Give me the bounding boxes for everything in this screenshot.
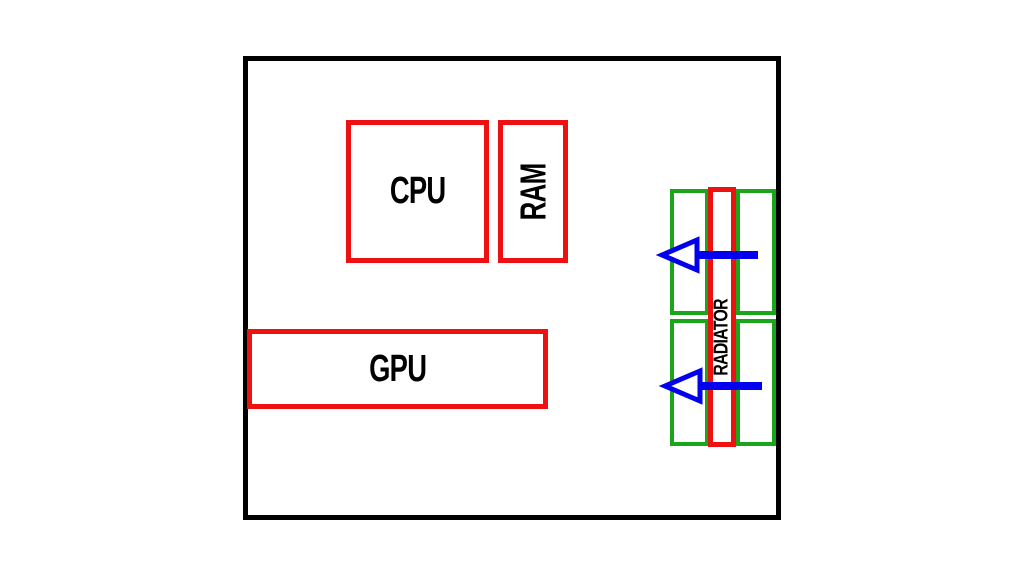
gpu-block: GPU: [247, 329, 548, 409]
ram-block: RAM: [498, 120, 568, 263]
radiator-block: RADIATOR: [708, 187, 736, 447]
cpu-block: CPU: [346, 120, 489, 263]
gpu-label: GPU: [368, 347, 427, 390]
cpu-label: CPU: [389, 170, 446, 212]
